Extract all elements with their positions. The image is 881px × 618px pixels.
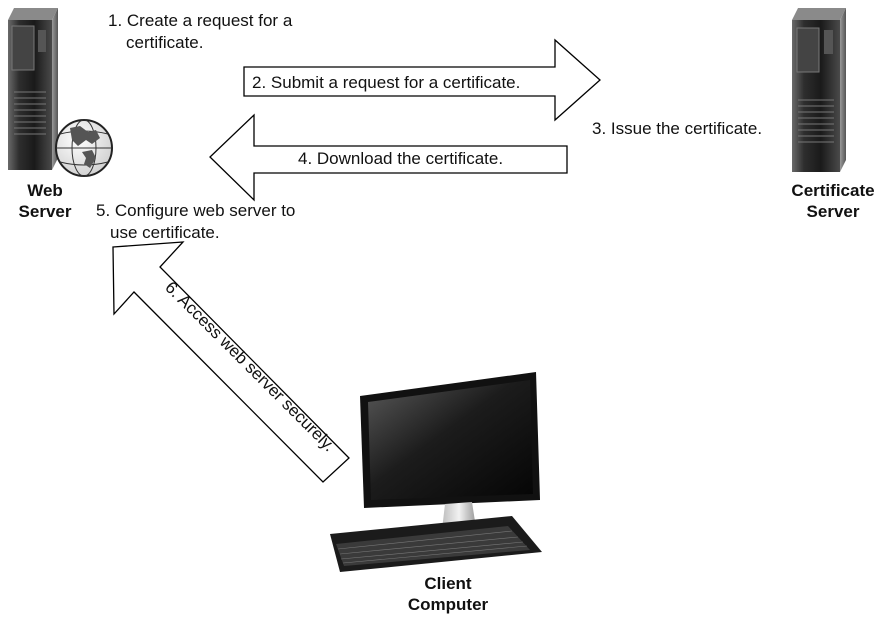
step-1-line-2: certificate. bbox=[126, 33, 204, 52]
step-3-label: 3. Issue the certificate. bbox=[592, 119, 763, 138]
client-computer-icon bbox=[330, 372, 542, 572]
client-computer-label: Client Computer bbox=[398, 573, 498, 615]
client-computer-label-line-2: Computer bbox=[407, 595, 489, 614]
step-2-label: 2. Submit a request for a certificate. bbox=[252, 73, 521, 92]
web-server-label-line-2: Server bbox=[18, 202, 72, 221]
download-certificate-arrow bbox=[209, 113, 568, 202]
certificate-server-label-line-1: Certificate bbox=[791, 181, 875, 200]
client-computer-label-line-1: Client bbox=[424, 574, 472, 593]
submit-request-arrow bbox=[243, 38, 601, 122]
step-5-line-2: use certificate. bbox=[110, 223, 220, 242]
access-securely-arrow bbox=[112, 241, 350, 483]
web-server-label: Web Server bbox=[10, 180, 80, 222]
web-server-icon bbox=[8, 8, 113, 177]
certificate-server-label-line-2: Server bbox=[806, 202, 860, 221]
step-1-line-1: 1. Create a request for a bbox=[108, 11, 293, 30]
step-4-label: 4. Download the certificate. bbox=[298, 149, 504, 168]
globe-icon bbox=[55, 119, 113, 177]
certificate-server-icon bbox=[792, 8, 846, 172]
web-server-label-line-1: Web bbox=[27, 181, 63, 200]
certificate-server-label: Certificate Server bbox=[786, 180, 880, 222]
step-5-line-1: 5. Configure web server to bbox=[96, 201, 296, 220]
